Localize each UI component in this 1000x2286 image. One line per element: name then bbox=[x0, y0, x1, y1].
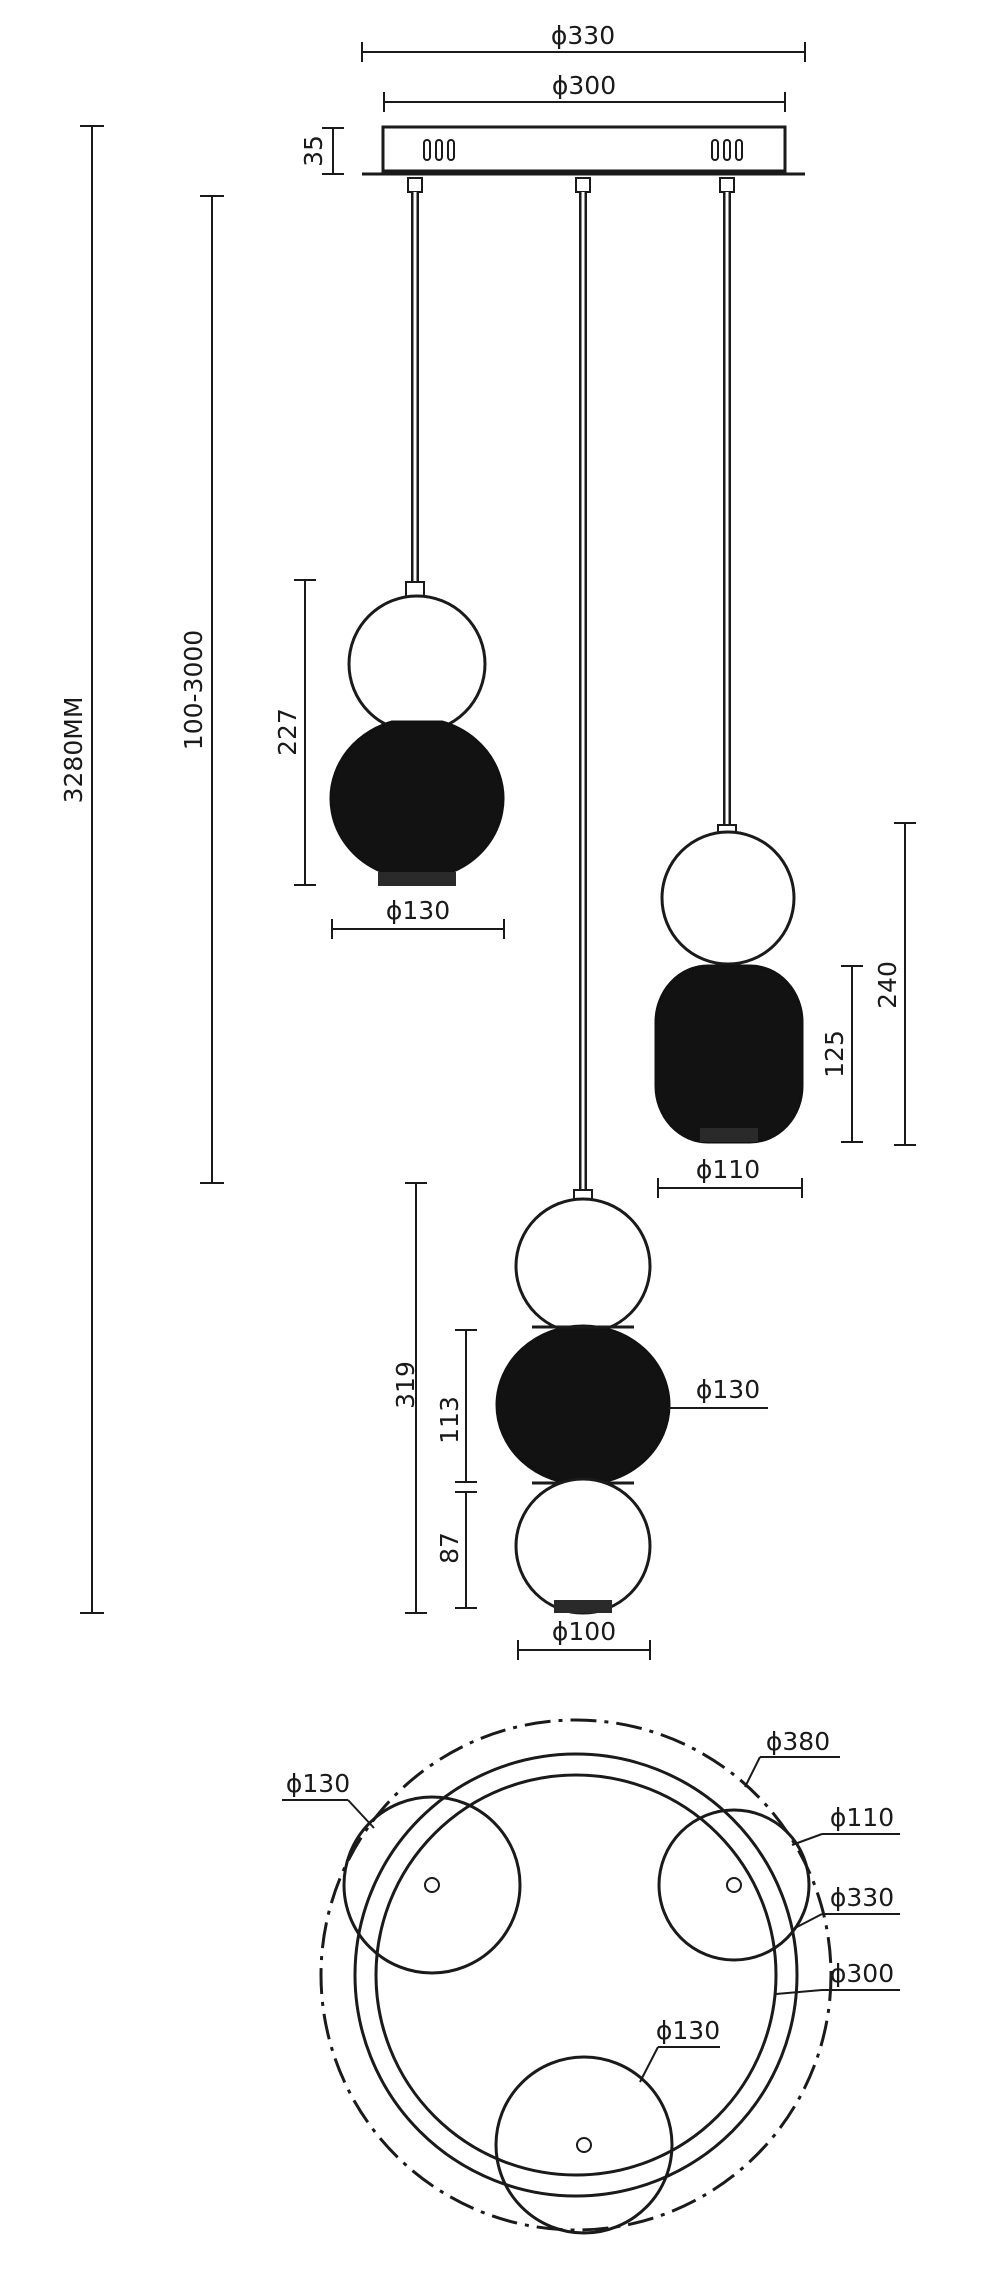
top-view-shade-right-center bbox=[726, 1877, 742, 1893]
canopy-left-vent-icon bbox=[423, 139, 455, 161]
right-lower-shade-height-dimension: 125 bbox=[820, 965, 863, 1143]
shade-bottom-diameter-label: ϕ130 bbox=[656, 2016, 720, 2045]
center-lower-shade-height-dimension: 87 bbox=[435, 1491, 477, 1609]
right-pendant-height-dimension: 240 bbox=[873, 822, 916, 1146]
center-pendant-height-label: 319 bbox=[391, 1361, 420, 1409]
canopy-inner-diameter-label: ϕ300 bbox=[552, 71, 616, 100]
canopy-height-dimension: 35 bbox=[299, 127, 344, 175]
top-view-shade-right bbox=[657, 1808, 811, 1962]
overall-height-dimension: 3280MM bbox=[59, 125, 104, 1614]
right-lower-dark-shade bbox=[654, 964, 804, 1144]
center-middle-diameter-label: ϕ130 bbox=[696, 1375, 760, 1404]
shade-left-diameter-label: ϕ130 bbox=[286, 1769, 350, 1798]
center-middle-diameter-dimension: ϕ130 bbox=[668, 1375, 768, 1409]
top-canopy-inner-diameter-label: ϕ300 bbox=[830, 1959, 894, 1988]
canopy-inner-diameter-dimension: ϕ300 bbox=[383, 71, 786, 112]
footprint-diameter-label: ϕ380 bbox=[766, 1727, 830, 1756]
canopy-inner-circle bbox=[374, 1773, 778, 2177]
left-pendant-diameter-dimension: ϕ130 bbox=[331, 896, 505, 939]
canopy-outer-diameter-dimension: ϕ330 bbox=[361, 21, 806, 62]
canopy-outer-diameter-label: ϕ330 bbox=[551, 21, 615, 50]
right-upper-glass-shade bbox=[660, 830, 796, 966]
canopy-inner-diameter-callout: ϕ300 bbox=[775, 1959, 900, 1995]
center-middle-dark-shade bbox=[495, 1324, 671, 1486]
canopy-outer-circle bbox=[353, 1752, 799, 2198]
center-pendant bbox=[495, 1189, 671, 1615]
center-upper-glass-shade bbox=[514, 1197, 652, 1335]
overall-height-label: 3280MM bbox=[59, 697, 88, 804]
center-lower-glass-shade bbox=[514, 1477, 652, 1615]
top-canopy-outer-diameter-label: ϕ330 bbox=[830, 1883, 894, 1912]
canopy bbox=[362, 125, 805, 193]
right-pendant-diameter-dimension: ϕ110 bbox=[657, 1155, 803, 1198]
center-pendant-height-dimension: 319 bbox=[391, 1182, 427, 1614]
left-pendant-height-dimension: 227 bbox=[273, 579, 316, 886]
canopy-height-label: 35 bbox=[299, 135, 328, 167]
footprint-circle bbox=[319, 1718, 833, 2232]
left-pendant-height-label: 227 bbox=[273, 708, 302, 756]
left-lower-dark-shade bbox=[329, 720, 505, 881]
shade-right-diameter-label: ϕ110 bbox=[830, 1803, 894, 1832]
center-bottom-diameter-dimension: ϕ100 bbox=[517, 1617, 651, 1660]
left-pendant-diameter-label: ϕ130 bbox=[386, 896, 450, 925]
right-lower-shade-height-label: 125 bbox=[820, 1030, 849, 1078]
top-view-shade-left bbox=[342, 1795, 522, 1975]
left-upper-glass-shade bbox=[347, 594, 487, 734]
suspension-cords bbox=[411, 192, 731, 1190]
cord-length-dimension: 100-3000 bbox=[179, 195, 224, 1184]
right-pendant-diameter-label: ϕ110 bbox=[696, 1155, 760, 1184]
cord-length-label: 100-3000 bbox=[179, 630, 208, 750]
top-view: ϕ380 ϕ130 ϕ110 ϕ330 ϕ300 ϕ130 bbox=[282, 1718, 900, 2235]
top-view-shade-bottom-center bbox=[576, 2137, 592, 2153]
center-bottom-diameter-label: ϕ100 bbox=[552, 1617, 616, 1646]
shade-bottom-diameter-callout: ϕ130 bbox=[639, 2016, 720, 2083]
center-middle-shade-height-dimension: 113 bbox=[435, 1329, 477, 1483]
center-middle-shade-height-label: 113 bbox=[435, 1396, 464, 1444]
side-view: ϕ330 ϕ300 35 bbox=[59, 21, 916, 1660]
left-pendant bbox=[329, 581, 505, 886]
footprint-diameter-callout: ϕ380 bbox=[744, 1727, 840, 1788]
top-view-shade-bottom bbox=[494, 2055, 674, 2235]
center-lower-shade-height-label: 87 bbox=[435, 1532, 464, 1564]
canopy-outer-diameter-callout: ϕ330 bbox=[794, 1883, 900, 1929]
canopy-right-vent-icon bbox=[711, 139, 743, 161]
shade-left-diameter-callout: ϕ130 bbox=[282, 1769, 375, 1829]
right-pendant bbox=[654, 824, 804, 1144]
top-view-shade-left-center bbox=[424, 1877, 440, 1893]
right-pendant-height-label: 240 bbox=[873, 961, 902, 1009]
shade-right-diameter-callout: ϕ110 bbox=[791, 1803, 900, 1846]
